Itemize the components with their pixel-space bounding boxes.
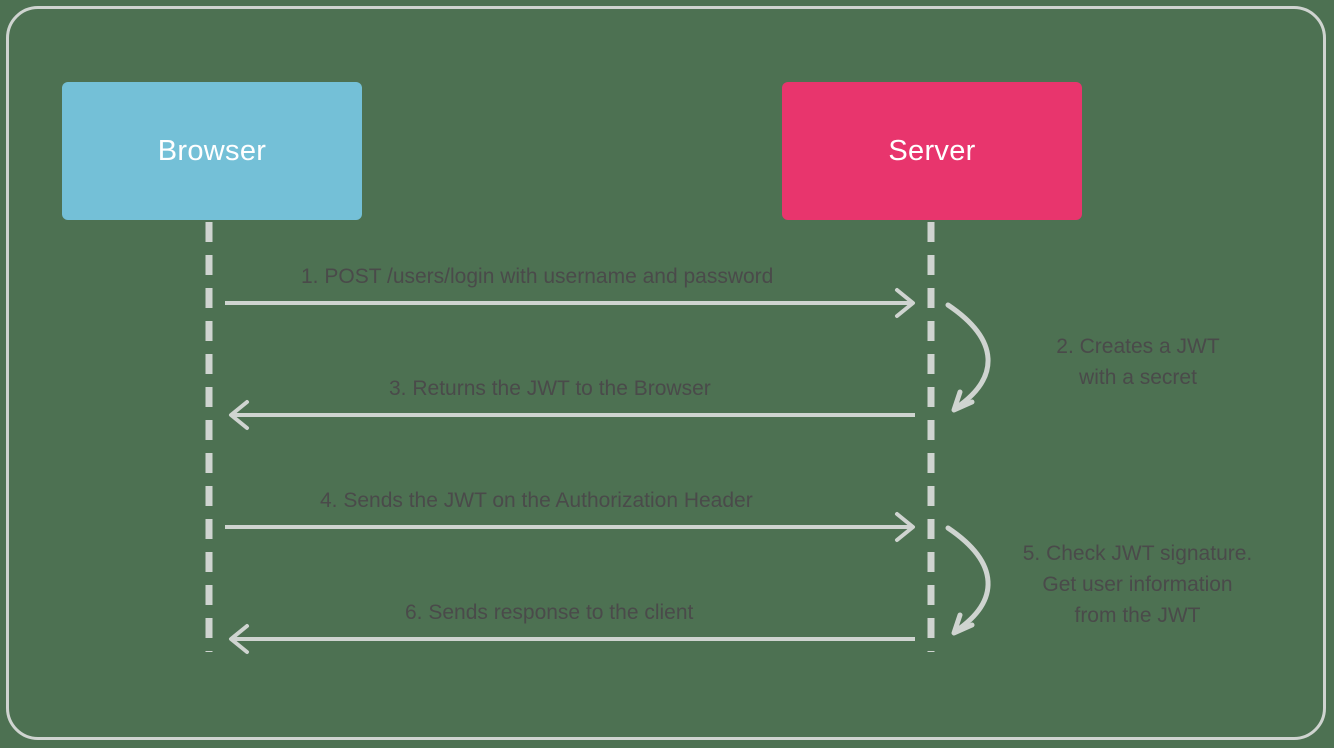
- actor-box-browser[interactable]: Browser: [62, 82, 362, 220]
- message-arrow-1: [225, 288, 915, 318]
- self-note-5-line-1: 5. Check JWT signature.: [1022, 542, 1253, 565]
- message-arrow-6: [229, 624, 915, 654]
- message-label-4: 4. Sends the JWT on the Authorization He…: [320, 489, 753, 512]
- message-arrow-3: [229, 400, 915, 430]
- self-loop-arrow-5: [945, 525, 991, 636]
- actor-label-browser: Browser: [157, 134, 267, 167]
- actor-box-server[interactable]: Server: [782, 82, 1082, 220]
- self-loop-arrow-2: [945, 302, 991, 413]
- message-arrow-4: [225, 512, 915, 542]
- self-note-5-line-2: Get user information: [1042, 573, 1233, 596]
- actor-label-server: Server: [888, 134, 976, 167]
- self-note-5-line-3: from the JWT: [1074, 604, 1201, 627]
- self-note-2-line-2: with a secret: [1079, 366, 1197, 389]
- self-note-5: 5. Check JWT signature. Get user informa…: [995, 538, 1280, 631]
- message-label-3: 3. Returns the JWT to the Browser: [389, 377, 711, 400]
- message-label-1: 1. POST /users/login with username and p…: [301, 265, 774, 288]
- message-label-6: 6. Sends response to the client: [405, 601, 694, 624]
- self-note-2-line-1: 2. Creates a JWT: [1056, 335, 1220, 358]
- self-note-2: 2. Creates a JWT with a secret: [1003, 331, 1273, 393]
